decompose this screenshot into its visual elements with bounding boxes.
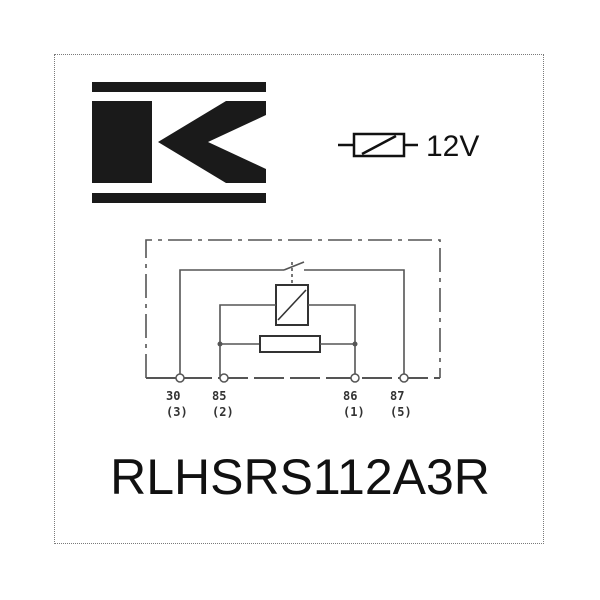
pin-alt-number: (2) [212,405,234,419]
terminal-markers [175,373,409,383]
pin-alt-number: (5) [390,405,412,419]
terminal-30 [175,373,185,383]
pin-number: 85 [212,389,226,403]
pin-number: 30 [166,389,180,403]
pin-number: 86 [343,389,357,403]
coil-resistor-icon [338,132,418,158]
label-frame [54,54,544,544]
terminal-86 [350,373,360,383]
voltage-label: 12V [426,130,479,163]
pin-alt-number: (3) [166,405,188,419]
terminal-85 [219,373,229,383]
relay-schematic [145,239,441,379]
part-number: RLHSRS112A3R [110,449,490,505]
k-logo-icon [92,82,266,203]
pin-alt-number: (1) [343,405,365,419]
pin-number: 87 [390,389,404,403]
junction-dots [217,341,358,347]
terminal-87 [399,373,409,383]
